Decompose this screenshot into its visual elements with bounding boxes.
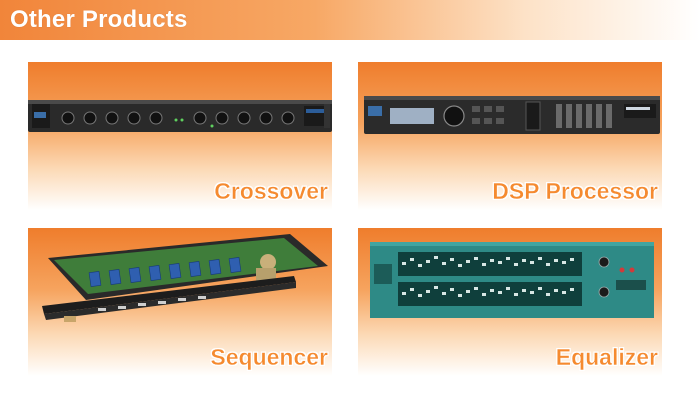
card-background (28, 62, 332, 210)
section-header: Other Products (0, 0, 700, 40)
card-background (358, 62, 662, 210)
product-card-sequencer[interactable]: Sequencer (28, 228, 332, 376)
section-title: Other Products (10, 6, 188, 33)
product-label-dsp-processor[interactable]: DSP Processor (492, 178, 658, 204)
product-card-dsp-processor[interactable]: DSP Processor (358, 62, 662, 210)
crossover-product-image (28, 100, 332, 132)
equalizer-product-image (370, 242, 654, 318)
dsp-processor-product-image (364, 96, 660, 134)
sequencer-product-image (42, 234, 328, 322)
product-card-crossover[interactable]: Crossover (28, 62, 332, 210)
product-label-sequencer[interactable]: Sequencer (210, 344, 328, 370)
product-label-crossover[interactable]: Crossover (214, 178, 328, 204)
product-card-equalizer[interactable]: Equalizer (358, 228, 662, 376)
product-label-equalizer[interactable]: Equalizer (555, 344, 659, 370)
